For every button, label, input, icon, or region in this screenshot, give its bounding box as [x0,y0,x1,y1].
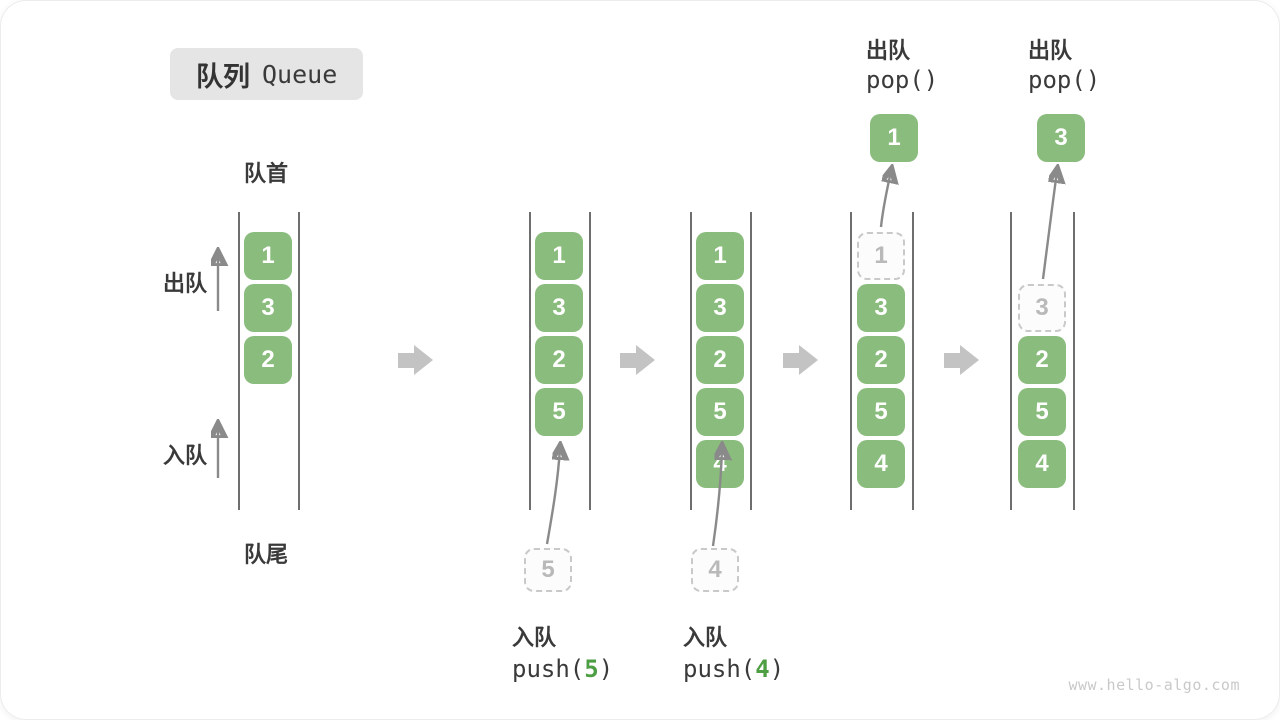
removed-item-placeholder: 3 [1018,284,1066,332]
queue-item-box: 4 [696,440,744,488]
title-en: Queue [262,59,338,89]
diagram-title: 队列 Queue [170,48,364,100]
watermark: www.hello-algo.com [1068,676,1240,694]
dequeue-code-label: pop() [866,66,939,94]
queue-item-box: 4 [857,440,905,488]
queue-rear-label: 队尾 [244,542,289,567]
queue-rail [298,212,300,510]
queue-rail [690,212,692,510]
dequeue-label: 出队 [163,271,208,296]
pop3-arrow-icon [1041,171,1057,280]
queue-rail [238,212,240,510]
queue-rail [1073,212,1075,510]
queue-item-box: 1 [244,232,292,280]
queue-item-box: 4 [1018,440,1066,488]
queue-item-box: 2 [696,336,744,384]
queue-item-box: 5 [535,388,583,436]
queue-rail [589,212,591,510]
pending-item-placeholder: 4 [691,548,739,592]
dequeue-action-label: 出队 [1028,38,1073,63]
popped-item-box: 3 [1037,114,1085,162]
dequeue-code-label: pop() [1028,66,1101,94]
step-arrow-icon [944,345,979,375]
push5-arrow-icon [545,448,560,545]
queue-item-box: 5 [1018,388,1066,436]
queue-item-box: 3 [535,284,583,332]
enqueue-action-label: 入队 [683,625,728,650]
queue-item-box: 1 [696,232,744,280]
queue-rail [529,212,531,510]
title-zh: 队列 [196,61,250,92]
queue-item-box: 3 [696,284,744,332]
queue-item-box: 5 [696,388,744,436]
enqueue-code-label: push(4) [683,655,785,683]
code-arg: 4 [755,655,770,683]
queue-item-box: 2 [244,336,292,384]
queue-item-box: 2 [857,336,905,384]
queue-item-box: 2 [1018,336,1066,384]
code-arg: 5 [584,655,599,683]
enqueue-label: 入队 [163,443,208,468]
popped-item-box: 1 [870,114,918,162]
queue-rail [912,212,914,510]
queue-rail [750,212,752,510]
pending-item-placeholder: 5 [524,548,572,592]
enqueue-action-label: 入队 [512,625,557,650]
queue-item-box: 1 [535,232,583,280]
queue-front-label: 队首 [244,161,289,186]
enqueue-code-label: push(5) [512,655,614,683]
queue-rail [1010,212,1012,510]
removed-item-placeholder: 1 [857,232,905,280]
step-arrow-icon [620,345,655,375]
queue-rail [850,212,852,510]
pop1-arrow-icon [879,171,891,228]
step-arrow-icon [398,345,433,375]
queue-item-box: 5 [857,388,905,436]
step-arrow-icon [783,345,818,375]
queue-item-box: 2 [535,336,583,384]
queue-item-box: 3 [244,284,292,332]
dequeue-action-label: 出队 [866,38,911,63]
queue-item-box: 3 [857,284,905,332]
